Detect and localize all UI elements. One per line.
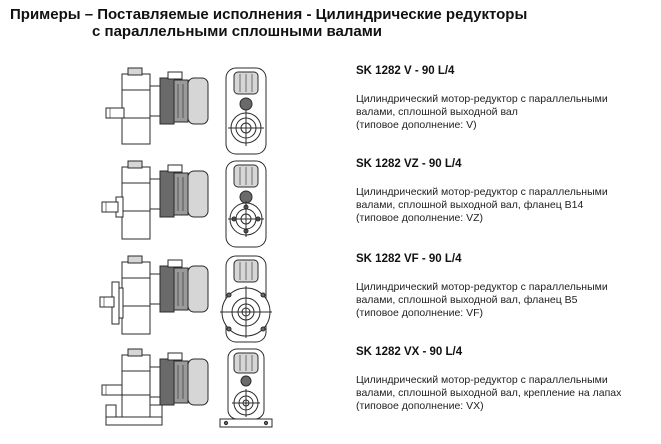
description-line: (типовое дополнение: VF)	[356, 307, 484, 319]
model-description: Цилиндрический мотор-редуктор с параллел…	[356, 281, 656, 320]
description-line: валами, сплошной выходной вал, фланец B5	[356, 294, 578, 306]
variant-vz: SK 1282 VZ - 90 L/4 Цилиндрический мотор…	[0, 157, 661, 253]
model-description: Цилиндрический мотор-редуктор с параллел…	[356, 93, 656, 132]
model-code: SK 1282 VX - 90 L/4	[356, 346, 463, 358]
gearmotor-side-view-vx	[88, 345, 216, 441]
variant-vx: SK 1282 VX - 90 L/4 Цилиндрический мотор…	[0, 345, 661, 441]
description-line: Цилиндрический мотор-редуктор с параллел…	[356, 281, 608, 293]
gearmotor-front-view-vz	[212, 157, 280, 253]
variant-v: SK 1282 V - 90 L/4 Цилиндрический мотор-…	[0, 64, 661, 160]
gearmotor-side-view-vz	[88, 157, 216, 253]
model-code: SK 1282 VF - 90 L/4	[356, 253, 462, 265]
description-line: Цилиндрический мотор-редуктор с параллел…	[356, 186, 608, 198]
model-code: SK 1282 VZ - 90 L/4	[356, 158, 462, 170]
model-description: Цилиндрический мотор-редуктор с параллел…	[356, 374, 656, 413]
description-line: валами, сплошной выходной вал, крепление…	[356, 387, 622, 399]
page-title-line-1: Примеры – Поставляемые исполнения - Цили…	[10, 6, 528, 23]
page-title-line-2: с параллельными сплошными валами	[92, 23, 383, 40]
gearmotor-front-view-v	[212, 64, 280, 160]
model-code: SK 1282 V - 90 L/4	[356, 65, 455, 77]
description-line: (типовое дополнение: VX)	[356, 400, 484, 412]
gearmotor-side-view-v	[88, 64, 216, 160]
description-line: валами, сплошной выходной вал	[356, 106, 518, 118]
gearmotor-side-view-vf	[88, 252, 216, 348]
model-description: Цилиндрический мотор-редуктор с параллел…	[356, 186, 656, 225]
description-line: валами, сплошной выходной вал, фланец B1…	[356, 199, 584, 211]
description-line: Цилиндрический мотор-редуктор с параллел…	[356, 374, 608, 386]
description-line: (типовое дополнение: V)	[356, 119, 477, 131]
description-line: (типовое дополнение: VZ)	[356, 212, 484, 224]
variant-vf: SK 1282 VF - 90 L/4 Цилиндрический мотор…	[0, 252, 661, 348]
description-line: Цилиндрический мотор-редуктор с параллел…	[356, 93, 608, 105]
gearmotor-front-view-vf	[212, 252, 280, 348]
page-title: Примеры – Поставляемые исполнения - Цили…	[10, 6, 527, 40]
gearmotor-front-view-vx	[212, 345, 280, 441]
